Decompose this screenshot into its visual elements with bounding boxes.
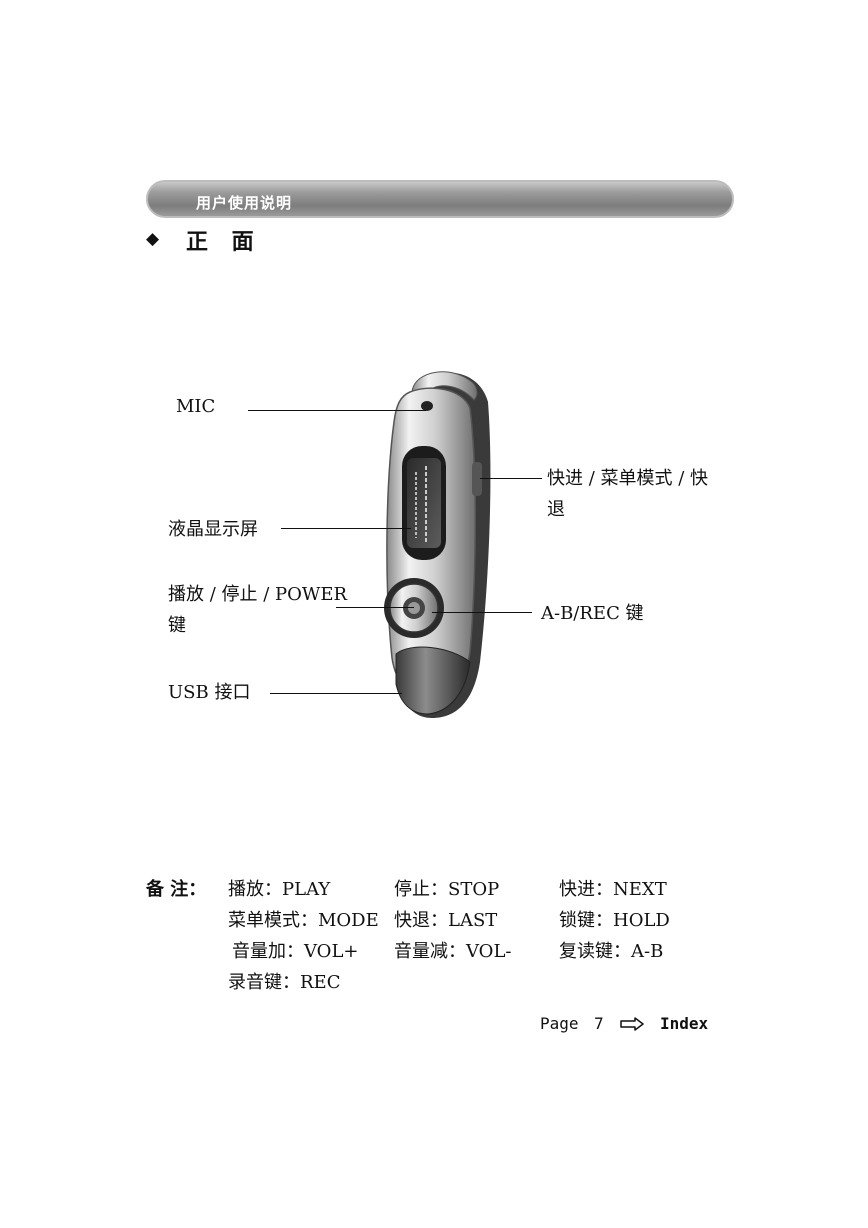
note-vol-down: 音量减：VOL- [394,941,512,962]
page-number: 7 [594,1014,604,1033]
section-title: 正 面 [186,229,262,255]
note-vol-up: 音量加：VOL+ [232,941,359,962]
notes-label: 备 注： [146,879,207,900]
callout-next-line1: 快进 / 菜单模式 / 快 [547,468,709,489]
callout-abrec-line [432,612,532,613]
diamond-bullet-icon: ◆ [146,229,160,249]
note-hold: 锁键：HOLD [559,910,670,931]
callout-mic: MIC [176,396,216,417]
index-link[interactable]: Index [660,1014,709,1033]
page-label: Page [540,1014,579,1033]
callout-next-line2: 退 [547,499,565,520]
callout-usb-line [270,693,402,694]
note-stop: 停止：STOP [394,879,500,900]
note-next: 快进：NEXT [559,879,667,900]
callout-play-line2: 键 [168,615,186,636]
note-play: 播放：PLAY [228,879,331,900]
header-banner: 用户使用说明 [146,180,734,218]
callout-play-line1: 播放 / 停止 / POWER [168,584,348,605]
callout-mic-line [248,410,426,411]
right-arrow-icon[interactable] [620,1016,644,1035]
callout-usb: USB 接口 [168,682,251,703]
note-last: 快退：LAST [394,910,498,931]
banner-title: 用户使用说明 [196,194,293,212]
callout-play-line [336,607,414,608]
callout-lcd-line [281,528,411,529]
mp3-player-illustration [384,371,491,718]
callout-lcd: 液晶显示屏 [168,519,258,540]
note-rec: 录音键：REC [228,972,341,993]
callout-next-line [480,478,542,479]
callout-abrec: A-B/REC 键 [541,603,644,624]
note-mode: 菜单模式：MODE [228,910,379,931]
note-ab: 复读键：A-B [559,941,664,962]
